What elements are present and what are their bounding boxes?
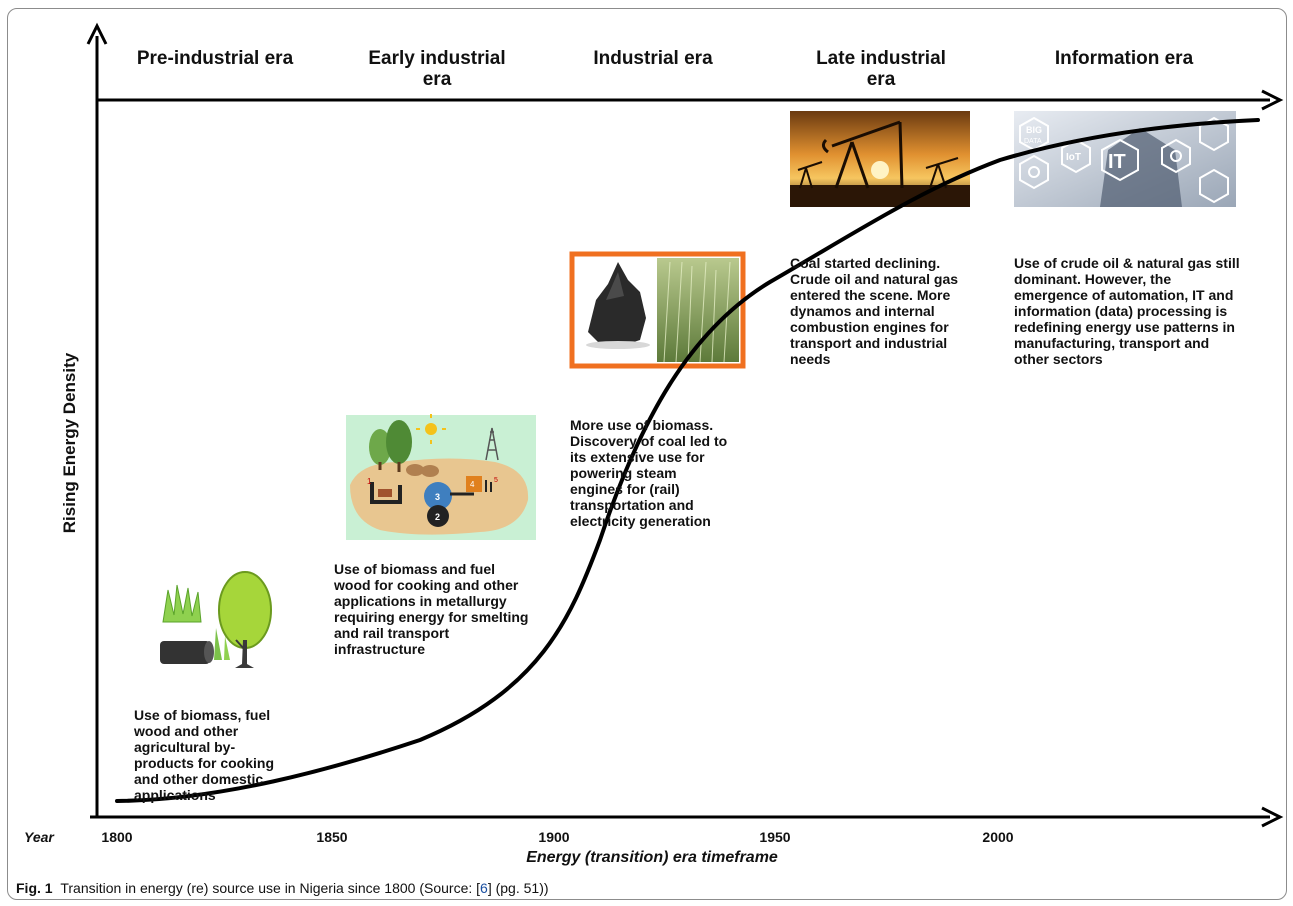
biogas-digit-4: 4 (470, 480, 475, 489)
it-label-it: IT (1108, 151, 1126, 173)
coal-biomass-illustration (569, 251, 746, 369)
biogas-digit-1: 1 (367, 477, 372, 486)
year-tick-1900: 1900 (538, 829, 570, 845)
figure-caption: Fig. 1 Transition in energy (re) source … (16, 880, 549, 896)
era-description-late-industrial: Coal started declining. Crude oil and na… (790, 255, 959, 367)
year-tick-2000: 2000 (982, 829, 1014, 845)
era-timeline-arrow (97, 89, 1284, 111)
year-tick-1800: 1800 (101, 829, 133, 845)
year-tick-1850: 1850 (316, 829, 348, 845)
x-axis-title: Energy (transition) era timeframe (526, 849, 778, 866)
biogas-digit-2: 2 (435, 512, 440, 522)
year-axis-label: Year (24, 829, 54, 845)
information-technology-illustration: BIG DATA IoT IT (1014, 111, 1236, 207)
era-title-early-industrial: Early industrial era (368, 48, 506, 90)
x-axis (90, 806, 1284, 828)
oil-pumpjack-illustration (790, 111, 970, 207)
biogas-digit-3: 3 (435, 492, 440, 502)
it-label-data: DATA (1024, 138, 1042, 145)
y-axis-title: Rising Energy Density (60, 352, 79, 534)
era-title-industrial: Industrial era (593, 48, 713, 69)
caption-reference-link[interactable]: 6 (480, 880, 488, 896)
era-title-pre-industrial: Pre-industrial era (136, 48, 294, 69)
y-axis (86, 22, 108, 818)
era-title-late-industrial: Late industrial era (816, 48, 946, 90)
biomass-illustration (160, 571, 272, 668)
era-description-industrial: More use of biomass. Discovery of coal l… (570, 417, 728, 529)
era-description-early-industrial: Use of biomass and fuel wood for cooking… (334, 561, 529, 657)
energy-density-curve (115, 118, 1260, 803)
era-description-pre-industrial: Use of biomass, fuel wood and other agri… (134, 707, 274, 803)
era-description-information: Use of crude oil & natural gas still dom… (1014, 255, 1240, 367)
figure-frame (7, 8, 1287, 900)
biogas-plant-illustration: 1 2 3 4 5 (346, 414, 536, 540)
year-tick-1950: 1950 (759, 829, 791, 845)
it-label-big: BIG (1026, 125, 1042, 135)
it-label-iot: IoT (1066, 152, 1081, 163)
caption-text-start: Transition in energy (re) source use in … (60, 880, 481, 896)
figure-number: Fig. 1 (16, 880, 53, 896)
era-title-information: Information era (1054, 48, 1194, 69)
biogas-digit-5: 5 (494, 477, 498, 484)
caption-text-end: ] (pg. 51)) (487, 880, 549, 896)
